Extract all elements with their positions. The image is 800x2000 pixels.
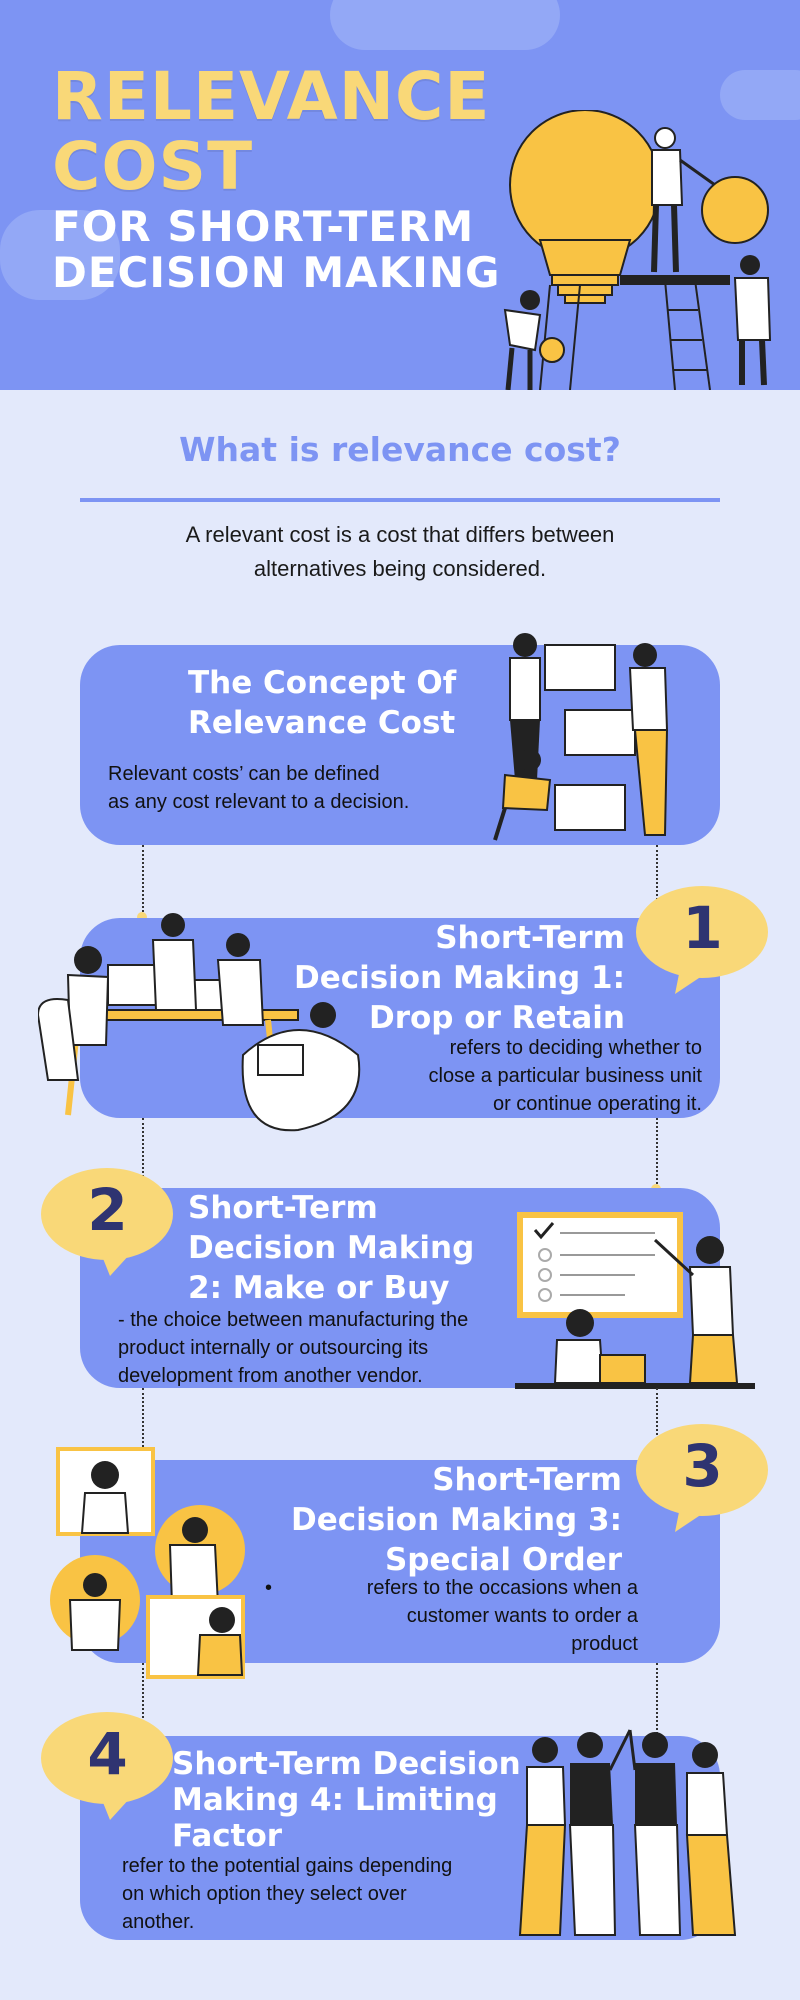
step-title-line: Short-Term Decision [172, 1746, 521, 1782]
people-stacking-blocks-illustration [493, 633, 669, 841]
step-4-number-bubble: 4 [40, 1710, 175, 1820]
step-3-number-bubble: 3 [635, 1422, 770, 1532]
team-working-illustration [38, 913, 361, 1132]
title-line: RELEVANCE [52, 58, 491, 135]
step-number: 2 [87, 1176, 128, 1244]
step-title-line: Short-Term [188, 1190, 378, 1226]
speech-bubble-icon [41, 1712, 173, 1820]
step-3-bullet: • [265, 1577, 273, 1599]
concept-text: Relevant costs’ can be defined as any co… [108, 760, 409, 816]
connector-dot [137, 912, 147, 922]
cloud-decoration [330, 0, 560, 50]
step-1-text: refers to deciding whether to close a pa… [429, 1034, 702, 1118]
title-line: COST [52, 128, 254, 205]
team-high-five-illustration [518, 1729, 737, 1936]
intro-question: What is relevance cost? [179, 430, 621, 469]
connector-line [656, 845, 658, 920]
connector-line [656, 1663, 658, 1738]
answer-line: A relevant cost is a cost that differs b… [185, 522, 615, 547]
speech-bubble-icon [41, 1168, 173, 1276]
step-number: 4 [87, 1720, 128, 1788]
checklist-presentation-illustration [515, 1212, 755, 1389]
connector-line [142, 1118, 144, 1193]
connector-line [142, 1663, 144, 1738]
speech-bubble-icon [636, 886, 768, 994]
step-1-title: Short-Term Decision Making 1: Drop or Re… [294, 918, 625, 1038]
step-title-line: Decision Making 3: [290, 1502, 622, 1538]
subtitle-line: FOR SHORT-TERM [52, 202, 475, 251]
step-title-line: Short-Term [432, 1462, 622, 1498]
step-3-title: Short-Term Decision Making 3: Special Or… [291, 1460, 622, 1580]
step-text-line: another. [122, 1911, 195, 1933]
step-number: 3 [682, 1432, 723, 1500]
step-text-line: product [571, 1633, 638, 1655]
page-subtitle: FOR SHORT-TERM DECISION MAKING [52, 204, 532, 296]
step-title-line: Drop or Retain [368, 1000, 625, 1036]
step-3-text: refers to the occasions when a customer … [367, 1574, 638, 1658]
connector-line [656, 1118, 658, 1188]
step-text-line: customer wants to order a [406, 1605, 638, 1627]
concept-text-line: as any cost relevant to a decision. [108, 791, 410, 813]
concept-title: The Concept Of Relevance Cost [188, 663, 456, 743]
step-4-title: Short-Term Decision Making 4: Limiting F… [172, 1746, 521, 1854]
cloud-decoration [720, 70, 800, 120]
step-text-line: or continue operating it. [492, 1093, 702, 1115]
step-title-line: Decision Making 1: [293, 960, 625, 996]
step-1-number-bubble: 1 [635, 884, 770, 994]
people-phones-illustration [50, 1447, 245, 1679]
connector-line [142, 1388, 144, 1463]
step-title-line: Factor [172, 1818, 283, 1854]
divider [80, 498, 720, 502]
step-text-line: refers to deciding whether to [449, 1037, 702, 1059]
subtitle-line: DECISION MAKING [52, 248, 501, 297]
step-title-line: Decision Making [188, 1230, 475, 1266]
header-banner: RELEVANCE COST FOR SHORT-TERM DECISION M… [0, 0, 800, 390]
step-number: 1 [682, 894, 723, 962]
intro-answer: A relevant cost is a cost that differs b… [120, 518, 680, 586]
answer-line: alternatives being considered. [253, 556, 547, 581]
cloud-decoration [0, 210, 120, 300]
step-2-text: - the choice between manufacturing the p… [118, 1306, 468, 1390]
step-text-line: refers to the occasions when a [366, 1577, 638, 1599]
lightbulb-people-illustration [503, 110, 772, 390]
step-text-line: close a particular business unit [428, 1065, 702, 1087]
step-4-text: refer to the potential gains depending o… [122, 1852, 452, 1936]
concept-title-line: Relevance Cost [188, 705, 456, 741]
speech-bubble-icon [636, 1424, 768, 1532]
step-text-line: on which option they select over [122, 1883, 407, 1905]
step-title-line: Short-Term [435, 920, 625, 956]
step-text-line: product internally or outsourcing its [118, 1337, 429, 1359]
concept-title-line: The Concept Of [188, 665, 457, 701]
step-2-number-bubble: 2 [40, 1166, 175, 1276]
step-title-line: Making 4: Limiting [172, 1782, 498, 1818]
connector-line [656, 1388, 658, 1463]
step-text-line: refer to the potential gains depending [122, 1855, 453, 1877]
connector-line [142, 845, 144, 920]
step-title-line: 2: Make or Buy [188, 1270, 450, 1306]
step-text-line: development from another vendor. [118, 1365, 423, 1387]
step-2-title: Short-Term Decision Making 2: Make or Bu… [188, 1188, 474, 1308]
step-text-line: - the choice between manufacturing the [118, 1309, 469, 1331]
page-title: RELEVANCE COST [52, 62, 512, 202]
concept-text-line: Relevant costs’ can be defined [108, 763, 380, 785]
step-title-line: Special Order [384, 1542, 622, 1578]
